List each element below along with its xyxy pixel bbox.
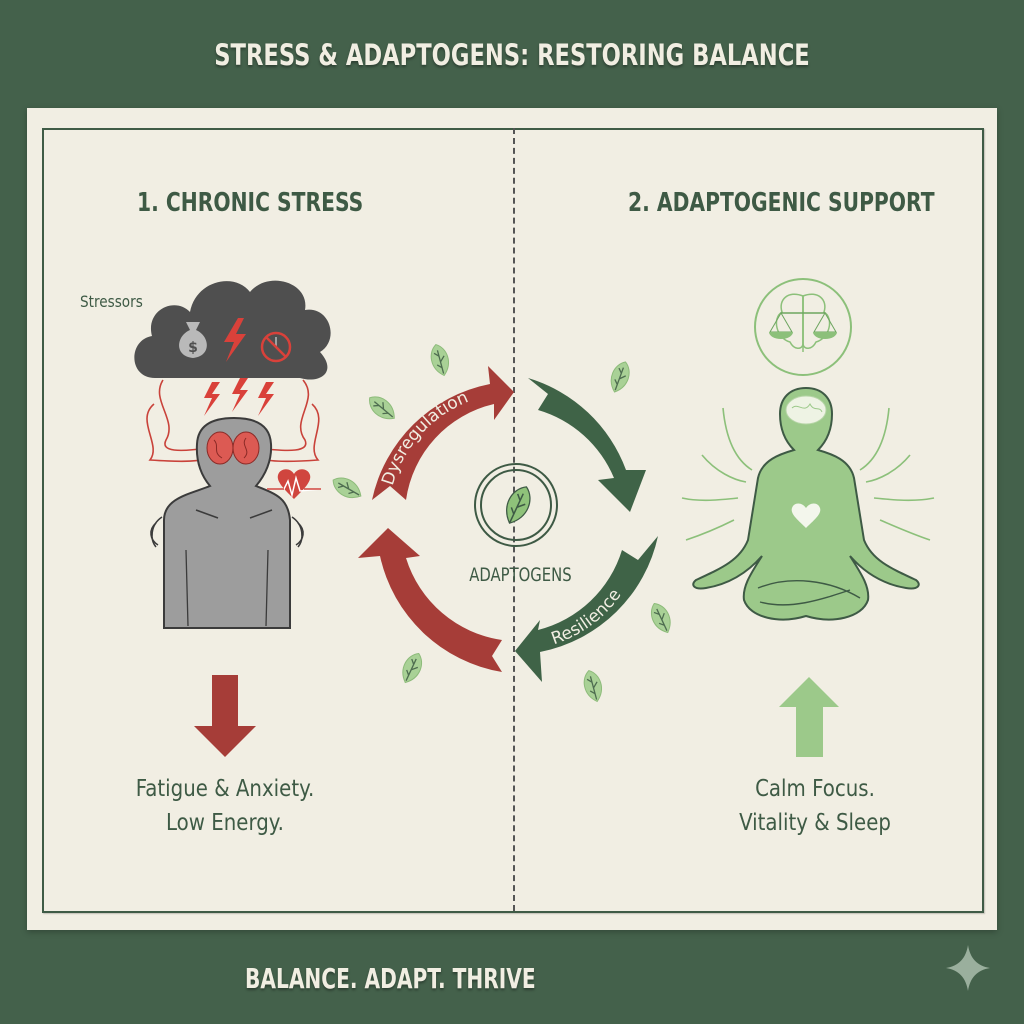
stressed-person-figure bbox=[163, 416, 291, 629]
up-arrow-icon bbox=[779, 677, 839, 757]
sparkle-icon bbox=[946, 945, 990, 991]
adaptogens-label: ADAPTOGENS bbox=[469, 564, 572, 586]
glowing-heart-icon bbox=[791, 503, 821, 528]
svg-text:Resilience: Resilience bbox=[549, 585, 626, 649]
brain-balance-scale-icon bbox=[754, 278, 852, 376]
page-title: STRESS & ADAPTOGENS: RESTORING BALANCE bbox=[214, 38, 810, 72]
meditating-person-figure bbox=[692, 386, 920, 621]
resilience-arrow bbox=[515, 536, 658, 682]
green-arrow-top bbox=[528, 378, 646, 512]
down-arrow-icon bbox=[194, 675, 256, 757]
money-bag-icon: $ bbox=[179, 322, 207, 358]
red-brain-icon bbox=[206, 431, 260, 465]
right-caption-line1: Calm Focus. bbox=[755, 776, 875, 802]
shake-marks bbox=[150, 516, 304, 548]
cycle-diagram: Dysregulation Resilience bbox=[358, 366, 658, 682]
dysregulation-arrow bbox=[372, 366, 514, 500]
footer-tagline: BALANCE. ADAPT. THRIVE bbox=[245, 962, 536, 995]
svg-text:$: $ bbox=[188, 340, 198, 356]
red-arrow-bottom bbox=[358, 528, 502, 672]
left-caption-line2: Low Energy. bbox=[166, 810, 284, 836]
resilience-label: Resilience bbox=[549, 585, 626, 649]
adaptogen-leaf-emblem bbox=[474, 463, 558, 547]
falling-lightning-icons bbox=[204, 378, 274, 416]
stress-wave-lines bbox=[146, 379, 320, 463]
right-caption-line2: Vitality & Sleep bbox=[739, 810, 891, 836]
svg-text:Dysregulation: Dysregulation bbox=[378, 387, 471, 487]
lightning-icon bbox=[224, 318, 246, 362]
right-heading: 2. ADAPTOGENIC SUPPORT bbox=[628, 188, 935, 218]
no-clock-icon bbox=[260, 331, 292, 363]
stressors-label: Stressors bbox=[80, 292, 143, 311]
right-caption: Calm Focus. Vitality & Sleep bbox=[716, 772, 914, 840]
dysregulation-label: Dysregulation bbox=[378, 387, 471, 487]
left-heading: 1. CHRONIC STRESS bbox=[137, 188, 364, 218]
left-caption-line1: Fatigue & Anxiety. bbox=[135, 776, 315, 802]
radiating-lines bbox=[681, 407, 935, 541]
left-caption: Fatigue & Anxiety. Low Energy. bbox=[122, 772, 328, 840]
heartbeat-icon bbox=[267, 469, 322, 499]
